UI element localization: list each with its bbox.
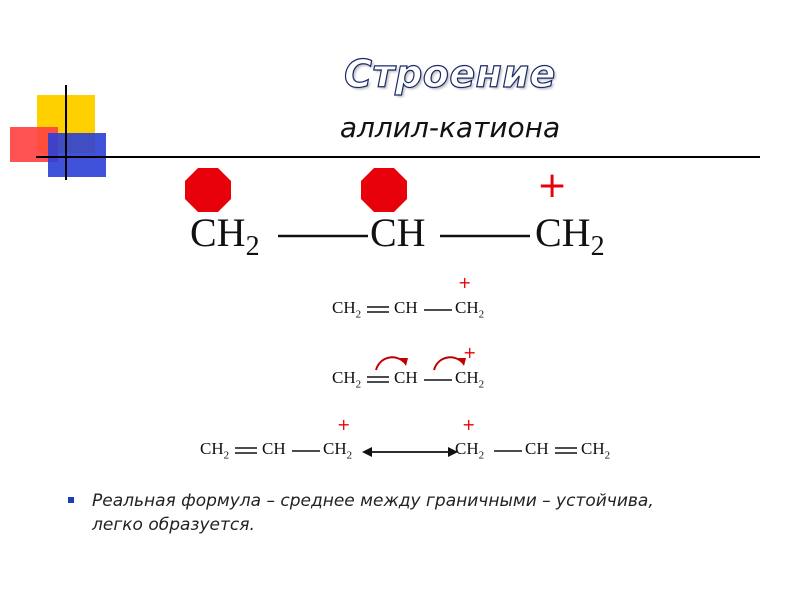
ch2-b: CH2 <box>455 298 485 321</box>
single-bond <box>424 379 452 381</box>
ch2-a: CH2 <box>200 439 230 462</box>
double-bond <box>367 306 389 313</box>
charge-plus-2: + <box>463 343 477 362</box>
blue-square <box>48 133 106 177</box>
group-subscript: 2 <box>245 231 260 262</box>
charge-plus-main: + <box>537 165 568 206</box>
resonance-double-arrow <box>362 447 458 457</box>
curved-arrows <box>375 356 466 371</box>
ch2-a: CH2 <box>332 368 362 391</box>
bullet-marker <box>68 497 74 503</box>
ch2-b: CH2 <box>581 439 611 462</box>
group-label: CH <box>190 210 246 255</box>
resonance-structure-2: CH2 CH CH2 <box>330 368 510 392</box>
ch2-b: CH2 <box>323 439 353 462</box>
charge-plus-1: + <box>458 273 472 292</box>
ch2-a: CH2 <box>332 298 362 321</box>
single-bond <box>494 450 522 452</box>
double-bond <box>235 447 257 454</box>
double-bond <box>367 376 389 383</box>
resonance-structure-1: CH2 CH CH2 <box>330 298 510 322</box>
formula-group-ch2-right: CH2 <box>535 210 605 270</box>
main-formula-octagons <box>185 168 530 238</box>
resonance-right: CH2 CH CH2 <box>455 439 625 463</box>
charge-plus-4: + <box>462 415 476 434</box>
bullet-text: Реальная формула – среднее между граничн… <box>92 489 732 537</box>
group-label: CH <box>535 210 591 255</box>
bullet-line-2: легко образуется. <box>92 515 255 535</box>
ch-a: CH <box>394 368 418 387</box>
bullet-line-1: Реальная формула – среднее между граничн… <box>92 491 654 511</box>
single-bond <box>292 450 320 452</box>
curved-arrow-1 <box>375 356 405 371</box>
slide-title: Строение <box>344 51 556 96</box>
ch2-a: CH2 <box>455 439 485 462</box>
formula-group-ch2-left: CH2 <box>190 210 260 270</box>
resonance-left: CH2 CH CH2 <box>200 439 370 463</box>
double-bond <box>555 447 577 454</box>
formula-group-ch-middle: CH <box>370 210 426 255</box>
ch-a: CH <box>262 439 286 458</box>
corner-decoration <box>10 85 760 180</box>
orbital-octagon-middle <box>361 168 407 212</box>
ch2-b: CH2 <box>455 368 485 391</box>
orbital-octagon-left <box>185 168 231 212</box>
slide-subtitle: аллил-катиона <box>339 111 561 144</box>
ch-a: CH <box>525 439 549 458</box>
ch-a: CH <box>394 298 418 317</box>
curved-arrow-2 <box>433 356 463 371</box>
group-subscript: 2 <box>590 231 605 262</box>
charge-plus-3: + <box>337 415 351 434</box>
single-bond <box>424 309 452 311</box>
